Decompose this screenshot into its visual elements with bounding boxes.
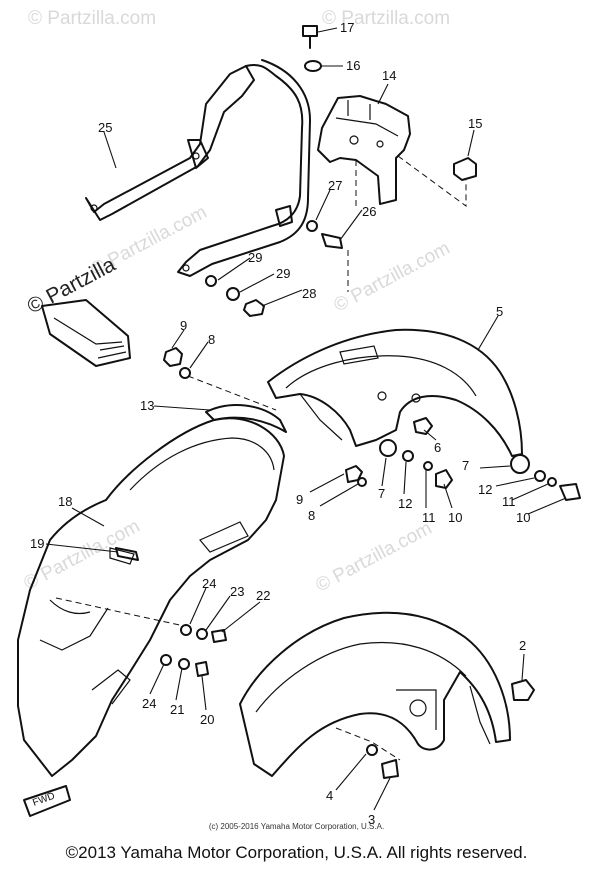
callout: 11 [422, 510, 436, 525]
callout: 11 [502, 494, 516, 509]
callout: 28 [302, 286, 316, 301]
copyright-small: (c) 2005-2016 Yamaha Motor Corporation, … [208, 822, 385, 831]
callout: 15 [468, 116, 482, 131]
washer-27 [306, 220, 318, 232]
callout: 25 [98, 120, 112, 135]
washer-24 [180, 624, 192, 636]
washer-12b [534, 470, 546, 482]
callout: 23 [230, 584, 244, 599]
callout: 27 [328, 178, 342, 193]
washer-21 [178, 658, 190, 670]
washer-12 [402, 450, 414, 462]
callout: 6 [434, 440, 441, 455]
nut-9 [163, 347, 183, 367]
callout: 9 [296, 492, 303, 507]
callout: 12 [398, 496, 412, 511]
washer-11 [423, 461, 433, 471]
callout: 7 [378, 486, 385, 501]
leader-lines [45, 27, 567, 811]
nut-9b [345, 465, 363, 483]
front-fender [239, 611, 511, 777]
grommet-2 [511, 679, 535, 701]
bolt-10 [435, 469, 453, 489]
callout: 7 [462, 458, 469, 473]
callout: 8 [308, 508, 315, 523]
grommet-6 [413, 417, 433, 435]
callout: 24 [202, 576, 216, 591]
watermark: © Partzilla.com [20, 516, 143, 595]
block-15 [453, 157, 477, 181]
inner-fender-18 [17, 417, 285, 777]
callout: 12 [478, 482, 492, 497]
nut-28 [243, 299, 265, 317]
callout: 2 [519, 638, 526, 653]
watermark: © Partzilla.com [28, 8, 156, 29]
callout: 24 [142, 696, 156, 711]
callout: 16 [346, 58, 360, 73]
washer-8b [357, 477, 367, 487]
callout: 22 [256, 588, 270, 603]
callout: 29 [248, 250, 262, 265]
callout: 5 [496, 304, 503, 319]
washer-29b [226, 287, 240, 301]
callout: 17 [340, 20, 354, 35]
nut-16 [304, 60, 322, 72]
callout: 21 [170, 702, 184, 717]
bolt-26 [321, 233, 343, 249]
grommet-7b [510, 454, 530, 474]
washer-24b [160, 654, 172, 666]
callout: 20 [200, 712, 214, 727]
callout: 9 [180, 318, 187, 333]
bracket-14 [317, 95, 411, 205]
bolt-22 [211, 629, 227, 643]
callouts: 2 3 4 5 6 7 7 8 8 9 9 10 10 11 11 12 12 … [30, 20, 530, 827]
bolt-3 [381, 759, 399, 779]
bolt-10b [559, 483, 581, 501]
watermark: © Partzilla [24, 253, 120, 319]
callout: 10 [448, 510, 462, 525]
washer-8 [179, 367, 191, 379]
fwd-arrow: FWD [23, 785, 71, 817]
washer-11b [547, 477, 557, 487]
callout: 13 [140, 398, 154, 413]
callout: 14 [382, 68, 396, 83]
callout: 3 [368, 812, 375, 827]
grab-bar [85, 59, 311, 277]
callout: 8 [208, 332, 215, 347]
washer-29 [205, 275, 217, 287]
label-19 [115, 547, 139, 561]
callout: 4 [326, 788, 333, 803]
tail-light-30 [41, 299, 131, 367]
bolt-17 [302, 25, 318, 49]
callout: 19 [30, 536, 44, 551]
copyright-main: ©2013 Yamaha Motor Corporation, U.S.A. A… [65, 843, 528, 862]
washer-23 [196, 628, 208, 640]
watermark: © Partzilla.com [322, 8, 450, 29]
washer-4 [366, 744, 378, 756]
callout: 29 [276, 266, 290, 281]
callout: 10 [516, 510, 530, 525]
watermark: © Partzilla.com [312, 518, 435, 597]
callout: 18 [58, 494, 72, 509]
callout: 26 [362, 204, 376, 219]
bolt-20 [195, 661, 209, 677]
watermark: © Partzilla.com [330, 238, 453, 317]
rear-fender-5 [267, 328, 523, 457]
grommet-7 [379, 439, 397, 457]
